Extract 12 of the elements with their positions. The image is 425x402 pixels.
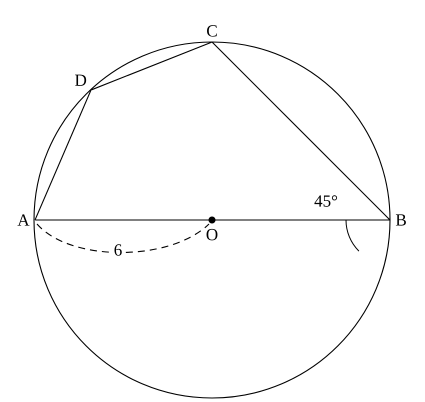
center-point: O <box>206 216 218 240</box>
dimension-label: 6 <box>112 243 124 257</box>
point-label: D <box>75 74 86 86</box>
point-label: C <box>207 25 217 37</box>
point-label: B <box>396 214 406 226</box>
line-segment <box>212 42 390 220</box>
node-label: O <box>206 228 218 240</box>
line-segment <box>35 219 390 221</box>
line-segment <box>34 90 92 220</box>
point-label: A <box>18 214 30 226</box>
line-segment <box>90 42 212 90</box>
angle-label: 45° <box>314 195 338 207</box>
